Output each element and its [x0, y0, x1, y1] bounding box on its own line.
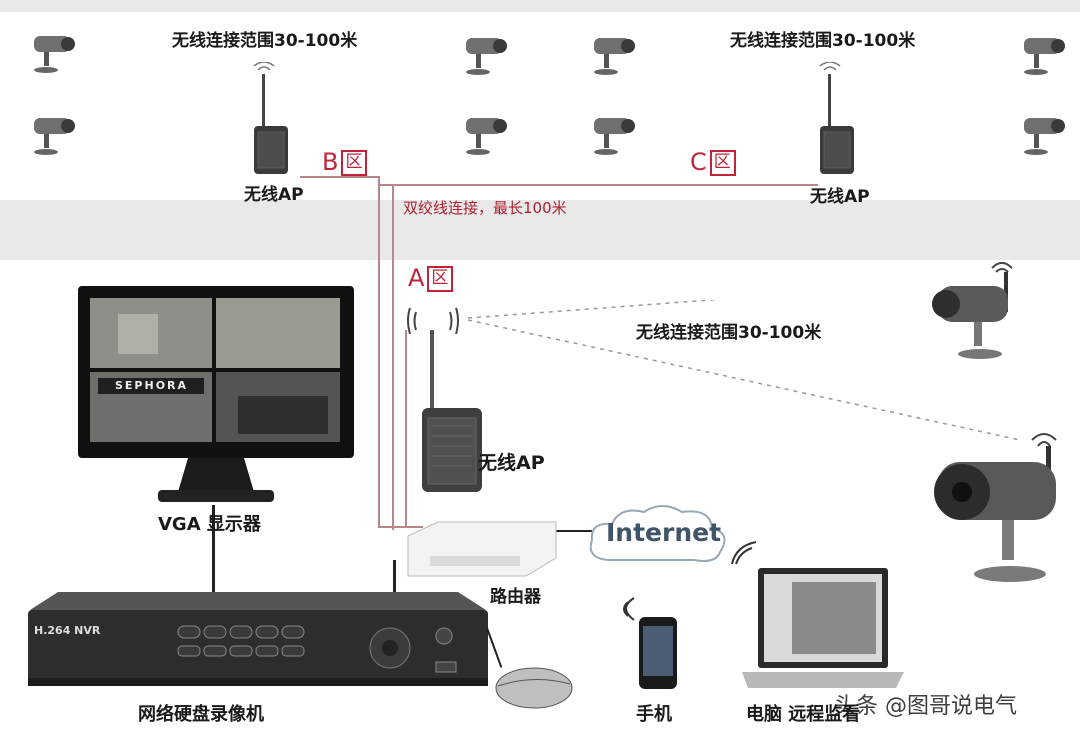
access-point-icon — [819, 62, 854, 174]
access-point-icon — [253, 62, 288, 174]
ap-label-a: 无线AP — [478, 452, 545, 474]
ap-label-b: 无线AP — [244, 185, 304, 205]
access-point-icon — [422, 330, 482, 492]
router-nvr-cable — [393, 560, 396, 595]
camera-icon — [1024, 118, 1065, 155]
phone-icon — [639, 617, 677, 689]
zone-b-char: 区 — [341, 150, 368, 176]
road-band — [0, 200, 1080, 260]
camera-icon — [934, 433, 1057, 582]
vertical-link-a — [405, 330, 407, 526]
range-label-top-left: 无线连接范围30-100米 — [172, 31, 358, 51]
horizontal-link-router — [378, 526, 423, 528]
camera-icon — [594, 38, 635, 75]
nvr-brand-text: H.264 NVR — [34, 624, 101, 637]
internet-label: Internet — [606, 518, 722, 547]
nvr-icon — [28, 592, 488, 686]
vertical-link-b — [378, 176, 380, 528]
ap-label-c: 无线AP — [810, 187, 870, 207]
twisted-pair-label: 双绞线连接，最长100米 — [403, 199, 567, 217]
horizontal-link-b — [300, 176, 380, 178]
wifi-icon — [407, 307, 459, 335]
watermark-text: 头条 @图哥说电气 — [834, 694, 1017, 719]
monitor-nvr-cable — [212, 505, 215, 593]
camera-icon — [594, 118, 635, 155]
mouse-icon — [495, 667, 573, 709]
router-label: 路由器 — [490, 587, 541, 607]
camera-icon — [1024, 38, 1065, 75]
nvr-label: 网络硬盘录像机 — [138, 704, 264, 725]
router-icon — [407, 521, 557, 577]
vertical-link-c — [392, 186, 394, 530]
range-label-right: 无线连接范围30-100米 — [636, 323, 822, 343]
horizontal-link-top — [378, 184, 818, 186]
range-label-top-right: 无线连接范围30-100米 — [730, 31, 916, 51]
monitor-label: VGA 显示器 — [158, 514, 261, 535]
wifi-icon — [731, 541, 757, 565]
router-internet-cable — [552, 530, 592, 532]
cloud-icon — [589, 505, 726, 562]
phone-label: 手机 — [636, 704, 672, 725]
camera-icon — [932, 262, 1013, 359]
monitor-icon — [78, 286, 354, 502]
top-wall-band — [0, 0, 1080, 12]
range-signal-lines — [467, 300, 1020, 441]
camera-icon — [466, 38, 507, 75]
pc-label: 电脑 远程监看 — [746, 704, 861, 725]
zone-b-letter: B — [322, 148, 340, 176]
camera-icon — [34, 36, 75, 73]
wifi-icon — [623, 597, 635, 621]
camera-icon — [466, 118, 507, 155]
screen-sephora-text: SEPHORA — [115, 379, 189, 392]
zone-c-letter: C — [690, 148, 708, 176]
zone-a-letter: A — [408, 264, 426, 292]
zone-c-char: 区 — [709, 150, 736, 176]
camera-icon — [34, 118, 75, 155]
laptop-icon — [742, 568, 904, 688]
zone-a-char: 区 — [427, 266, 454, 292]
